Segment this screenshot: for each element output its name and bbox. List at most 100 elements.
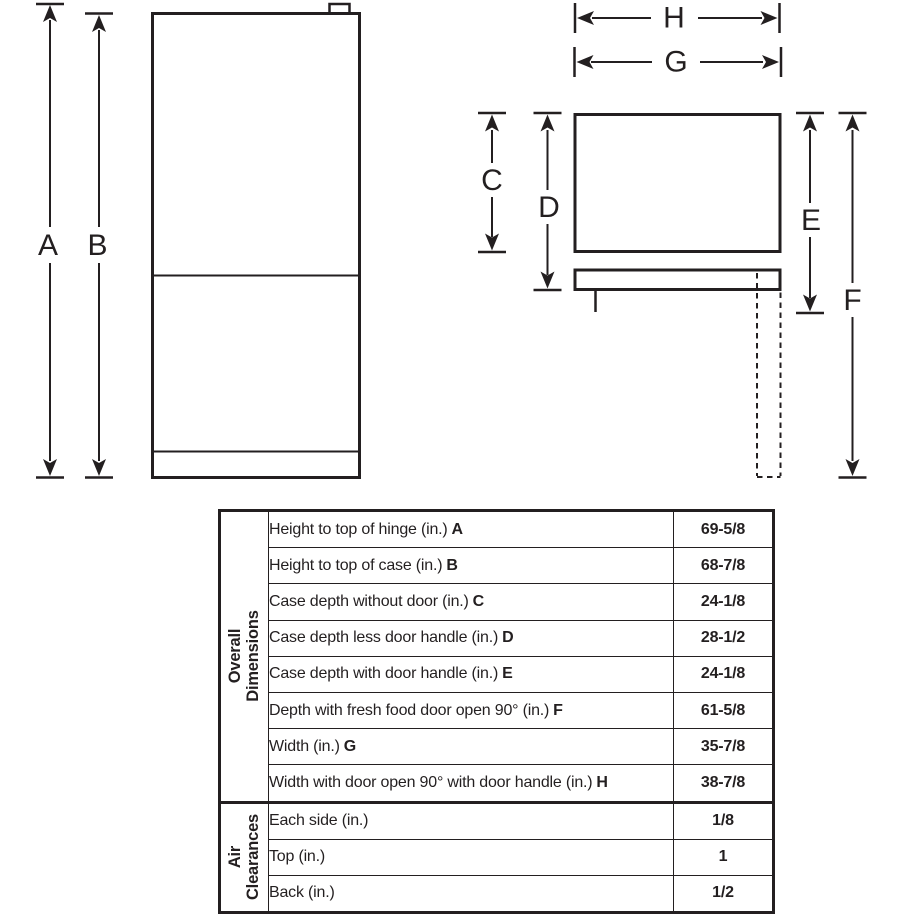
door-open-swing-dashed [756, 273, 782, 478]
dimension-value-cell: 68-7/8 [673, 547, 774, 585]
dimension-label-cell: Width (in.)G [268, 728, 674, 766]
table-row: Top (in.) 1 [220, 838, 774, 876]
dimension-value: 38-7/8 [700, 773, 746, 791]
arrowhead-up-icon [92, 15, 106, 32]
fridge-top-hinge [328, 2, 351, 15]
fridge-cabinet-outline [151, 12, 361, 479]
dimension-value: 68-7/8 [700, 556, 746, 574]
dimension-label: Case depth with door handle (in.) [269, 665, 499, 683]
dimension-value-cell: 28-1/2 [673, 619, 774, 657]
case-top-view-outline [573, 113, 782, 253]
dimension-key-letter: H [596, 773, 608, 791]
dimension-key-letter: A [451, 520, 464, 538]
table-row: Back (in.) 1/2 [220, 874, 774, 914]
dim-label-a: A [38, 229, 58, 262]
arrowhead-up-icon [803, 114, 817, 132]
table-row: Depth with fresh food door open 90° (in.… [220, 691, 774, 730]
dimension-key-letter: E [502, 665, 513, 683]
dimension-label-cell: Back (in.) [268, 874, 674, 914]
dimension-value: 24-1/8 [700, 592, 746, 610]
table-row: Case depth less door handle (in.)D 28-1/2 [220, 619, 774, 657]
dimension-label: Case depth less door handle (in.) [269, 629, 499, 647]
dimension-e: E [796, 111, 824, 315]
dimension-g: G [573, 46, 783, 79]
dimension-value-cell: 1/2 [673, 874, 774, 914]
dimension-value: 69-5/8 [700, 520, 746, 538]
dimension-label-cell: Case depth without door (in.)C [268, 583, 674, 621]
arrowhead-left-icon [576, 55, 594, 69]
refrigerator-front-view: A B [36, 2, 361, 479]
dimension-value: 1/8 [712, 812, 734, 830]
dimension-label-cell: Depth with fresh food door open 90° (in.… [268, 691, 674, 730]
dimension-b: B [85, 12, 113, 479]
dimension-label: Height to top of hinge (in.) [269, 520, 448, 538]
dimension-value: 1/2 [712, 884, 734, 902]
dim-label-h: H [663, 2, 685, 35]
dimension-label-cell: Each side (in.) [268, 800, 674, 840]
dimension-key-letter: G [343, 737, 356, 755]
dimension-label-cell: Width with door open 90° with door handl… [268, 764, 674, 803]
table-row: Height to top of case (in.)B 68-7/8 [220, 547, 774, 585]
table-row: Case depth without door (in.)C 24-1/8 [220, 583, 774, 621]
dimension-label-cell: Height to top of case (in.)B [268, 547, 674, 585]
dimension-label-cell: Case depth less door handle (in.)D [268, 619, 674, 657]
dimension-value: 35-7/8 [700, 737, 746, 755]
section-header-line: Overall [225, 628, 244, 684]
dimension-key-letter: C [472, 592, 485, 610]
arrowhead-down-icon [43, 459, 57, 476]
section-header-line: Clearances [243, 814, 262, 901]
dimension-key-letter: F [553, 701, 563, 719]
arrowhead-right-icon [760, 11, 778, 25]
dimension-c: C [478, 111, 506, 254]
dimension-label: Each side (in.) [269, 812, 369, 830]
dimension-label: Back (in.) [269, 884, 335, 902]
dim-label-g: G [664, 46, 687, 79]
dimension-value-cell: 61-5/8 [673, 691, 774, 730]
dimension-value: 61-5/8 [700, 701, 746, 719]
dimension-label-cell: Top (in.) [268, 838, 674, 876]
table-row: Width with door open 90° with door handl… [220, 764, 774, 803]
dimension-value: 28-1/2 [700, 629, 746, 647]
dimension-value: 1 [718, 848, 728, 866]
arrowhead-up-icon [845, 114, 860, 132]
dimension-value-cell: 1 [673, 838, 774, 876]
arrowhead-down-icon [540, 271, 555, 289]
dimension-label: Case depth without door (in.) [269, 592, 469, 610]
door-top-view-outline [573, 268, 782, 291]
dimension-key-letter: B [446, 556, 458, 574]
dimension-h: H [573, 2, 781, 35]
dimension-a: A [36, 2, 64, 479]
arrowhead-up-icon [485, 114, 499, 132]
arrowhead-down-icon [845, 459, 860, 476]
table-row: Case depth with door handle (in.)E 24-1/8 [220, 655, 774, 693]
arrowhead-up-icon [540, 114, 555, 132]
arrowhead-down-icon [485, 233, 499, 251]
dimension-key-letter: D [502, 629, 514, 647]
dimension-f: F [838, 111, 867, 479]
dimension-value-cell: 38-7/8 [673, 764, 774, 803]
dim-label-d: D [538, 191, 560, 224]
arrowhead-left-icon [577, 11, 594, 25]
dim-label-b: B [87, 229, 107, 262]
arrowhead-up-icon [43, 5, 57, 22]
dim-label-c: C [481, 164, 503, 197]
dimension-label: Height to top of case (in.) [269, 556, 443, 574]
dimension-value: 24-1/8 [700, 665, 746, 683]
dimension-label: Width with door open 90° with door handl… [269, 773, 593, 791]
dimension-value-cell: 24-1/8 [673, 655, 774, 693]
section-header-line: Air [225, 846, 244, 869]
dimension-label: Width (in.) [269, 737, 340, 755]
table-row: Width (in.)G 35-7/8 [220, 728, 774, 766]
dimension-value-cell: 69-5/8 [673, 509, 774, 549]
dimension-label: Top (in.) [269, 848, 325, 866]
arrowhead-down-icon [803, 294, 817, 312]
dimension-diagrams: A B H [36, 2, 867, 479]
dim-label-f: F [843, 284, 861, 317]
